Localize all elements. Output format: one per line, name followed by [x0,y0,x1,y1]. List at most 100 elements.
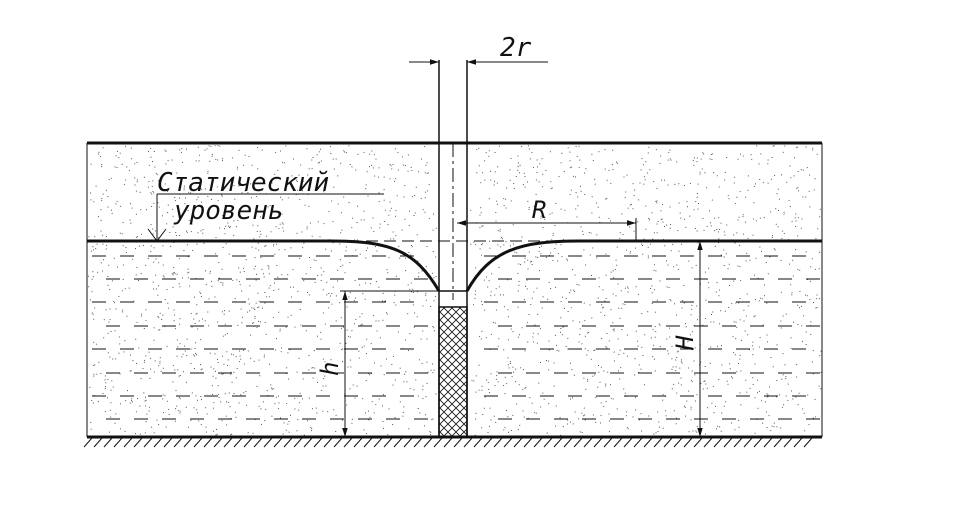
stipple-dot [197,196,199,198]
stipple-dot [122,278,124,280]
stipple-dot [317,335,318,337]
stipple-dot [320,160,322,162]
stipple-dot [796,364,798,366]
stipple-dot [111,280,113,282]
stipple-dot [135,274,137,276]
stipple-dot [293,158,294,160]
stipple-dot [172,215,174,217]
stipple-dot [591,212,593,214]
stipple-dot [403,406,405,408]
stipple-dot [165,426,167,428]
stipple-dot [540,362,541,363]
stipple-dot [790,177,792,179]
stipple-dot [676,417,678,419]
stipple-dot [768,415,770,417]
stipple-dot [496,203,498,205]
stipple-dot [224,310,225,312]
stipple-dot [703,381,705,382]
stipple-dot [211,285,213,287]
stipple-dot [340,266,342,267]
stipple-dot [490,333,492,335]
stipple-dot [486,379,488,381]
stipple-dot [625,415,627,417]
stipple-dot [318,161,320,163]
stipple-dot [199,291,201,293]
stipple-dot [653,232,655,234]
stipple-dot [165,150,167,152]
static-level-label-line1: Статический [157,168,329,198]
stipple-dot [278,288,280,290]
stipple-dot [692,159,694,161]
stipple-dot [540,406,542,408]
stipple-dot [548,349,550,351]
stipple-dot [337,175,339,177]
stipple-dot [323,378,325,380]
stipple-dot [372,217,374,219]
stipple-dot [405,270,406,272]
stipple-dot [555,243,557,245]
stipple-dot [718,378,720,380]
stipple-dot [475,375,477,377]
hatch-stroke [683,437,693,448]
stipple-dot [586,354,588,356]
stipple-dot [531,260,532,262]
stipple-dot [311,168,313,170]
stipple-dot [407,313,409,315]
stipple-dot [345,250,347,252]
stipple-dot [153,192,155,194]
stipple-dot [714,230,716,232]
stipple-dot [686,201,688,203]
stipple-dot [337,280,339,282]
stipple-dot [660,219,662,221]
stipple-dot [226,351,228,353]
stipple-dot [257,242,259,244]
stipple-dot [141,315,142,317]
stipple-dot [195,313,197,315]
stipple-dot [378,192,380,194]
stipple-dot [818,268,820,270]
stipple-dot [515,368,517,370]
stipple-dot [814,178,816,180]
stipple-dot [622,234,624,235]
stipple-dot [673,383,675,385]
stipple-dot [531,297,533,299]
stipple-dot [527,181,528,183]
stipple-dot [780,291,782,293]
stipple-dot [317,162,319,164]
stipple-dot [692,331,694,333]
stipple-dot [699,173,701,175]
stipple-dot [491,273,493,275]
stipple-dot [521,327,523,329]
stipple-dot [90,163,92,165]
stipple-dot [315,188,317,190]
stipple-dot [667,350,669,352]
stipple-dot [524,350,526,352]
stipple-dot [802,196,804,198]
stipple-dot [607,371,609,373]
stipple-dot [665,415,667,417]
hatch-stroke [153,437,163,448]
stipple-dot [283,422,285,424]
stipple-dot [224,393,226,395]
stipple-dot [503,205,505,206]
stipple-dot [196,312,198,314]
stipple-dot [561,152,563,154]
stipple-dot [496,375,498,377]
stipple-dot [711,402,713,404]
stipple-dot [357,239,359,241]
stipple-dot [592,414,594,416]
stipple-dot [179,410,181,412]
stipple-dot [236,279,238,281]
stipple-dot [499,230,501,232]
stipple-dot [788,199,790,201]
stipple-dot [260,233,262,235]
stipple-dot [433,330,435,332]
stipple-dot [766,411,767,413]
stipple-dot [488,280,490,282]
stipple-dot [643,176,645,178]
stipple-dot [766,302,768,304]
stipple-dot [785,378,787,379]
stipple-dot [731,376,732,378]
stipple-dot [432,251,434,252]
stipple-dot [194,323,196,324]
